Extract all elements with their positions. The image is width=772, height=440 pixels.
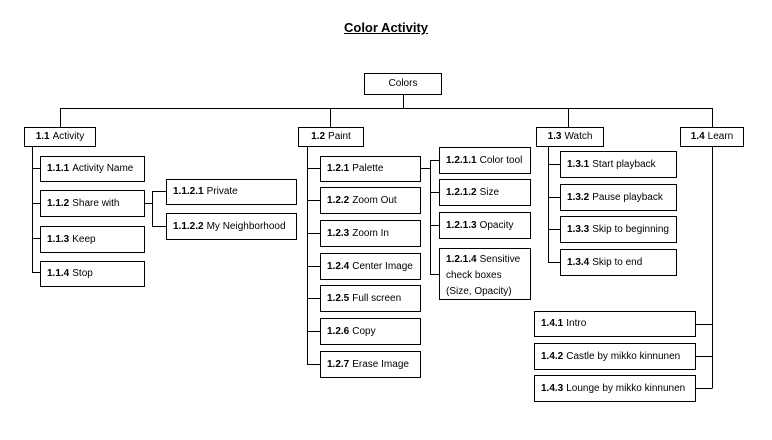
node-number: 1.1.2.2 [173, 220, 204, 232]
node-label: Palette [352, 163, 384, 174]
node-label: Zoom In [352, 227, 389, 239]
node-number: 1.4.1 [541, 318, 564, 329]
node-number: 1.2.1.2 [446, 186, 477, 198]
node-number: 1.3.1 [567, 158, 590, 170]
node-label: Watch [564, 131, 593, 142]
node-label: Start playback [592, 158, 656, 170]
node-label: Stop [72, 268, 93, 279]
node-label: Keep [72, 233, 96, 245]
node-label: Size [479, 186, 500, 198]
node-label: Private [206, 186, 238, 197]
node-label: Castle by mikko kinnunen [566, 350, 681, 362]
node-label: Learn [707, 131, 734, 142]
node-label: Color tool [479, 154, 523, 166]
node-number: 1.2.4 [327, 260, 350, 272]
node-number: 1.4 [690, 131, 705, 142]
node-number: 1.2.3 [327, 227, 350, 239]
node-label: Copy [352, 325, 376, 337]
node-label: Activity Name [72, 163, 134, 174]
node-label: Lounge by mikko kinnunen [566, 382, 686, 394]
node-label: Full screen [352, 292, 402, 304]
node-label: My Neighborhood [206, 220, 286, 232]
node-number: 1.2.7 [327, 358, 350, 370]
node-label: Colors [388, 78, 418, 89]
node-number: 1.4.2 [541, 350, 564, 362]
node-label: Skip to end [592, 256, 643, 268]
node-label: Share with [72, 197, 120, 209]
node-label: Sensitive check boxes (Size, Opacity) [446, 254, 521, 297]
node-colors: Colors [364, 73, 442, 95]
node-label: Intro [566, 318, 587, 329]
node-number: 1.3.4 [567, 256, 590, 268]
node-number: 1.2.5 [327, 292, 350, 304]
node-number: 1.1 [35, 131, 50, 142]
node-number: 1.3.3 [567, 223, 590, 235]
node-label: Opacity [479, 219, 514, 231]
node-number: 1.2.6 [327, 325, 350, 337]
node-number: 1.2.2 [327, 194, 350, 206]
node-number: 1.1.2.1 [173, 186, 204, 197]
node-label: Pause playback [592, 191, 663, 203]
node-number: 1.2.1.4 [446, 254, 477, 265]
node-number: 1.2.1.3 [446, 219, 477, 231]
node-number: 1.1.1 [47, 163, 70, 174]
node-number: 1.4.3 [541, 382, 564, 394]
node-number: 1.2.1 [327, 163, 350, 174]
node-label: Paint [328, 131, 351, 142]
node-number: 1.1.2 [47, 197, 70, 209]
node-number: 1.3.2 [567, 191, 590, 203]
node-label: Skip to beginning [592, 223, 669, 235]
diagram-title: Color Activity [343, 20, 429, 35]
node-label: Activity [52, 131, 85, 142]
node-label: Center Image [352, 260, 413, 272]
node-number: 1.2 [311, 131, 326, 142]
node-number: 1.2.1.1 [446, 154, 477, 166]
node-label: Erase Image [352, 358, 409, 370]
node-number: 1.3 [547, 131, 562, 142]
node-number: 1.1.4 [47, 268, 70, 279]
node-number: 1.1.3 [47, 233, 70, 245]
node-label: Zoom Out [352, 194, 397, 206]
